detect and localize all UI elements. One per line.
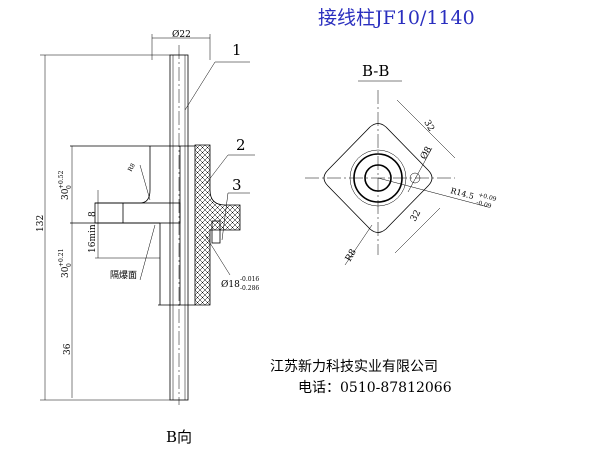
svg-text:-0.09: -0.09 [475,199,492,210]
svg-text:30: 30 [61,266,71,278]
svg-text:-0.016: -0.016 [240,276,259,283]
gasket-hatch [194,144,241,306]
section-bb-view: B-B [305,62,489,266]
svg-text:Ø18: Ø18 [221,279,240,290]
dim-bottom-length: 36 [63,343,73,355]
dim-radius: R14.5 +0.09 -0.09 [449,186,498,210]
svg-text:0: 0 [66,185,73,189]
flameproof-surface-label: 隔爆面 [110,269,137,281]
svg-text:0: 0 [66,263,73,267]
dim-shaft-diameter: Ø22 [172,29,191,40]
dim-hole-diameter: Ø8 [418,144,434,161]
dim-bore-diameter: Ø18 -0.016 -0.286 [221,276,259,292]
svg-text:+0.52: +0.52 [58,170,65,189]
view-label: B向 [166,428,192,446]
company-phone: 电话：0510-87812066 [298,380,452,396]
flange-body [70,145,195,306]
dim-total-length: 132 [36,215,46,232]
shaft [169,45,189,405]
part-label-2: 2 [236,136,246,154]
section-label: B-B [362,62,389,80]
company-name: 江苏新力科技实业有限公司 [270,359,438,375]
dim-fillet: R8 [127,162,137,173]
svg-text:R14.5: R14.5 [449,186,474,201]
dim-corner-radius: R8 [344,247,359,263]
dim-upper-height: 30 +0.52 0 [58,170,73,200]
svg-text:+0.21: +0.21 [58,249,65,267]
dimension-lines [40,34,255,401]
svg-text:+0.09: +0.09 [478,192,498,204]
dim-min-length: 16min [88,224,98,253]
part-label-3: 3 [232,176,242,194]
dim-section-side-1: 32 [421,119,435,134]
svg-text:30: 30 [61,188,71,200]
svg-text:-0.286: -0.286 [240,285,259,292]
screw [211,220,221,244]
dim-section-side-2: 32 [409,209,423,224]
part-label-1: 1 [232,41,242,59]
drawing-title: 接线柱JF10/1140 [318,7,475,29]
dim-flange-thickness: 8 [88,211,98,217]
dim-lower-height: 30 +0.21 0 [58,249,73,278]
